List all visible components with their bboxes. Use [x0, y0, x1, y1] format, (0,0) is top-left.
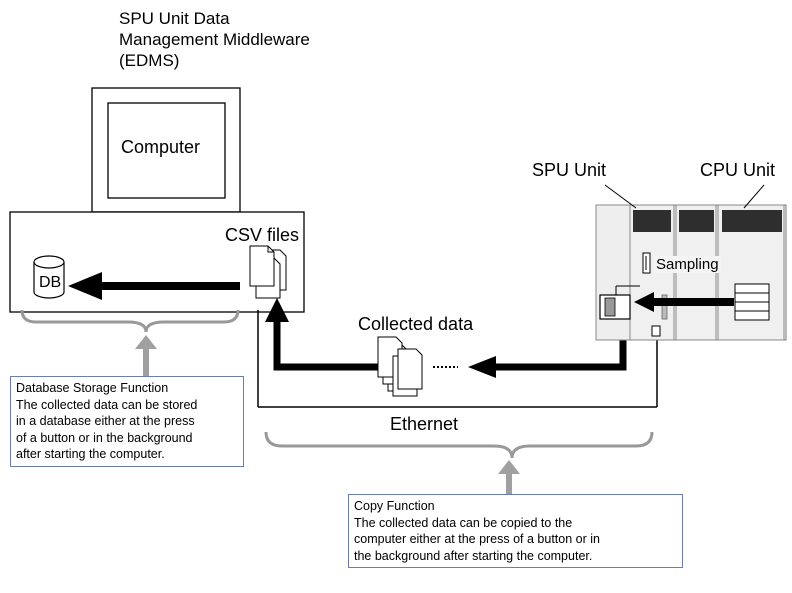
computer-label: Computer	[121, 137, 201, 157]
middleware-title-line-2: Management Middleware	[119, 30, 310, 49]
copy-function-note-line: Copy Function	[354, 499, 435, 513]
database-storage-note: Database Storage Function The collected …	[10, 376, 244, 467]
spu-leader-line	[604, 184, 637, 209]
database-storage-note-line: Database Storage Function	[16, 381, 169, 395]
computer-monitor	[91, 87, 241, 213]
database-storage-note-line: of a button or in the background	[16, 430, 193, 445]
plc-rack	[595, 204, 787, 341]
collected-data-files-icon	[377, 336, 423, 397]
middleware-title-line-1: SPU Unit Data	[119, 9, 230, 28]
csv-files-icon	[249, 245, 287, 299]
database-storage-brace	[20, 309, 240, 333]
database-storage-note-line: after starting the computer.	[16, 447, 165, 461]
sampling-label: Sampling	[654, 256, 721, 273]
cpu-leader-line	[743, 184, 765, 209]
copy-function-brace	[264, 431, 654, 459]
copy-function-note-line: the background after starting the comput…	[354, 548, 593, 563]
copy-function-pointer-arrow	[498, 460, 520, 495]
ethernet-cable	[257, 310, 658, 408]
collected-data-label: Collected data	[358, 314, 474, 334]
db-cylinder-icon	[33, 255, 65, 299]
middleware-title-line-3: (EDMS)	[119, 51, 180, 70]
database-storage-note-line: in a database either at the press	[16, 414, 195, 428]
copy-function-note: Copy Function The collected data can be …	[348, 494, 683, 568]
copy-function-note-line: computer either at the press of a button…	[354, 532, 600, 546]
database-storage-note-line: The collected data can be stored	[16, 397, 198, 412]
db-label: DB	[39, 274, 62, 291]
cpu-unit-label: CPU Unit	[700, 160, 776, 180]
sampling-arrow	[634, 292, 734, 312]
copy-function-note-line: The collected data can be copied to the	[354, 515, 573, 530]
spu-unit-label: SPU Unit	[532, 160, 607, 180]
ethernet-label: Ethernet	[390, 414, 459, 434]
copy-data-path	[265, 298, 627, 378]
csv-files-label: CSV files	[225, 225, 300, 245]
csv-to-db-arrow	[68, 272, 240, 300]
database-storage-pointer-arrow	[135, 335, 157, 376]
